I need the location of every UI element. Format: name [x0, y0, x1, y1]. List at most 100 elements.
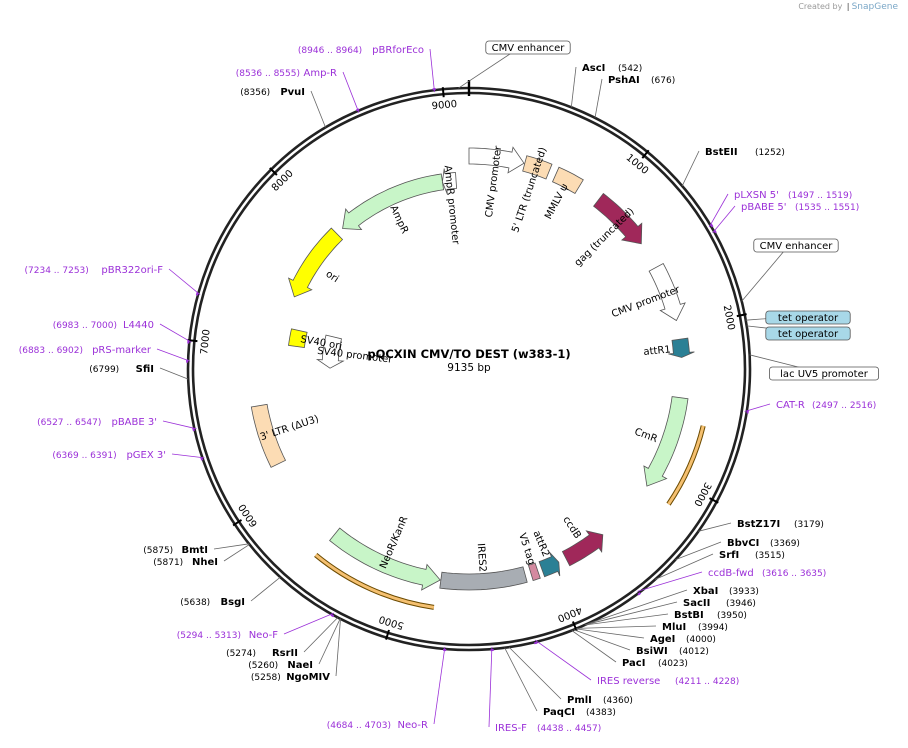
- feature-label: IRES2: [475, 543, 488, 573]
- feature-arrow: [538, 551, 561, 578]
- enzyme-label: BbvCI: [727, 538, 759, 549]
- ruler-tick: [441, 87, 445, 98]
- ruler-tick: [641, 149, 650, 159]
- primer-range: (3616 .. 3635): [762, 569, 826, 579]
- enzyme-label: AgeI: [650, 634, 675, 645]
- feature-callout-label: CMV enhancer: [492, 43, 566, 54]
- callout-line: [741, 243, 791, 302]
- callout-line: [573, 629, 631, 651]
- enzyme-cut-position: (5875): [143, 546, 173, 556]
- primer-range: (8946 .. 8964): [298, 46, 362, 56]
- callout-line: [585, 601, 678, 626]
- primer-label: IRES-F: [495, 723, 527, 734]
- primer-site-mark: [195, 292, 199, 296]
- callout-line: [575, 628, 645, 639]
- callout-line: [168, 268, 201, 296]
- enzyme-label: BstEII: [705, 147, 738, 158]
- enzyme-cut-position: (3994): [698, 623, 728, 633]
- callout-line: [159, 367, 189, 380]
- ruler-tick: [385, 629, 390, 640]
- feature-label: ori: [324, 269, 341, 285]
- feature-arrow: [643, 396, 689, 487]
- enzyme-label: BsgI: [221, 597, 245, 608]
- callout-line: [681, 150, 700, 187]
- callout-line: [156, 348, 191, 362]
- callout-line: [712, 205, 736, 234]
- enzyme-label: PacI: [622, 658, 645, 669]
- feature-arrow: [329, 527, 441, 591]
- enzyme-cut-position: (4000): [686, 635, 716, 645]
- callout-line: [584, 613, 669, 626]
- primer-label: pBR322ori-F: [101, 265, 163, 276]
- feature-arrow: [527, 562, 541, 581]
- enzyme-label: BmtI: [181, 545, 208, 556]
- primer-label: Neo-R: [398, 720, 429, 731]
- ruler-tick-label: 7000: [199, 329, 213, 355]
- feature-arrow: [561, 530, 604, 567]
- enzyme-cut-position: (3369): [770, 539, 800, 549]
- feature-label: CmR: [633, 426, 659, 445]
- enzyme-label: AscI: [582, 63, 605, 74]
- callout-line: [534, 639, 592, 681]
- feature-callout-label: lac UV5 promoter: [780, 369, 869, 380]
- callout-line: [637, 571, 703, 592]
- primer-label: Amp-R: [304, 68, 338, 79]
- callout-line: [250, 576, 281, 602]
- enzyme-cut-position: (676): [651, 76, 675, 86]
- primer-range: (6369 .. 6391): [52, 451, 116, 461]
- feature-label: attR1: [643, 344, 671, 358]
- feature-label-box: [765, 310, 851, 325]
- ruler-tick: [269, 167, 278, 176]
- primer-label: pRS-marker: [92, 345, 152, 356]
- enzyme-cut-position: (5260): [248, 661, 278, 671]
- enzyme-cut-position: (4012): [679, 647, 709, 657]
- ruler-tick-label: 2000: [721, 304, 737, 331]
- feature-label: AmpR promoter: [442, 165, 461, 246]
- primer-range: (6983 .. 7000): [53, 321, 117, 331]
- feature-arrow: [441, 168, 458, 195]
- primer-site-mark: [637, 592, 642, 596]
- primer-site-mark: [200, 456, 204, 461]
- enzyme-cut-position: (1252): [755, 148, 785, 158]
- feature-arrow: [288, 328, 308, 348]
- enzyme-label: SacII: [683, 598, 710, 609]
- primer-site-mark: [355, 108, 360, 112]
- enzyme-cut-position: (3950): [717, 611, 747, 621]
- primer-label: CAT-R: [776, 400, 805, 411]
- feature-arrow: [250, 403, 287, 468]
- enzyme-label: NgoMIV: [286, 672, 330, 683]
- feature-callout-label: CMV enhancer: [760, 241, 834, 252]
- enzyme-label: RsrII: [272, 648, 298, 659]
- enzyme-label: NheI: [192, 557, 218, 568]
- primer-range: (4684 .. 4703): [327, 721, 391, 731]
- enzyme-cut-position: (8356): [240, 88, 270, 98]
- snapgene-logo-icon: ❙: [844, 2, 852, 11]
- feature-arrow: [551, 166, 584, 195]
- callout-line: [283, 612, 334, 635]
- enzyme-cut-position: (6799): [89, 365, 119, 375]
- credit-brand: SnapGene: [851, 2, 898, 12]
- primer-site-mark: [713, 229, 717, 234]
- primer-site-mark: [534, 641, 538, 645]
- ruler-tick-label: 9000: [431, 99, 457, 112]
- callout-line: [587, 589, 688, 625]
- feature-arrow: [648, 262, 686, 322]
- callout-line: [223, 544, 250, 562]
- primer-range: (5294 .. 5313): [177, 631, 241, 641]
- callout-line: [318, 618, 341, 665]
- snapgene-credit: Created by ❙SnapGene: [798, 2, 898, 12]
- enzyme-label: BstZ17I: [737, 519, 780, 530]
- credit-text: Created by: [798, 2, 843, 11]
- enzyme-cut-position: (3933): [729, 587, 759, 597]
- feature-label: MMLV ψ: [543, 182, 571, 221]
- callout-line: [310, 90, 326, 128]
- feature-callout-label: tet operator: [778, 329, 839, 340]
- primer-site-mark: [710, 223, 714, 228]
- enzyme-label: PmlI: [567, 695, 592, 706]
- callout-line: [594, 78, 603, 118]
- callout-line: [433, 646, 446, 725]
- plasmid-size: 9135 bp: [447, 362, 491, 374]
- enzyme-cut-position: (542): [618, 64, 642, 74]
- callout-line: [570, 66, 577, 108]
